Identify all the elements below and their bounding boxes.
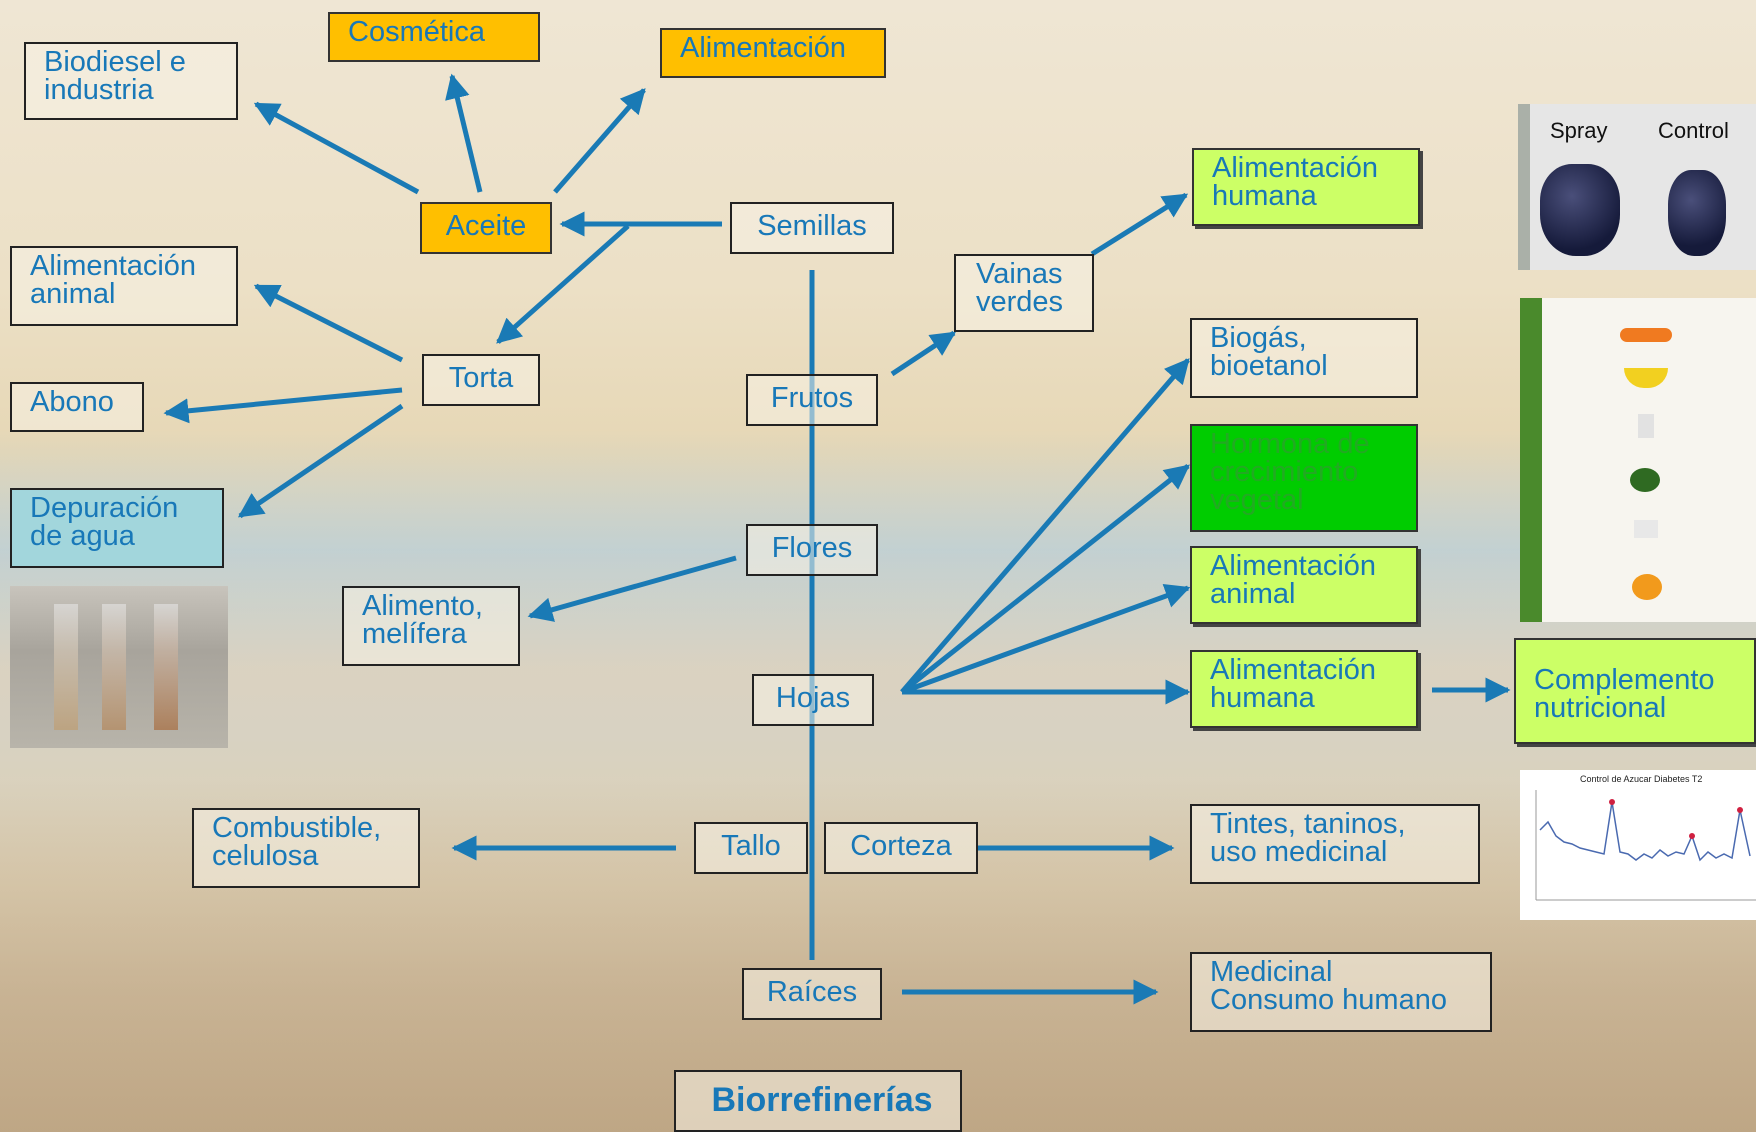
ruler-strip [1518,104,1530,270]
spray-label: Spray [1550,118,1608,143]
node-vainas: Vainas verdes [954,254,1094,332]
node-alimentacion-top: Alimentación [660,28,886,78]
node-hormona: Hormona de crecimiento vegetal [1190,424,1418,532]
carrot-icon [1620,328,1672,342]
yogurt-icon [1634,520,1658,538]
node-medicinal: Medicinal Consumo humano [1190,952,1492,1032]
nutrition-comparison-poster [1520,298,1756,622]
node-cosmetica: Cosmética [328,12,540,62]
node-corteza: Corteza [824,822,978,874]
node-alimentacion-humana-top: Alimentación humana [1192,148,1420,226]
arrow-torta-abono [163,387,403,424]
arrow-semillas-torta [496,224,630,344]
arrow-aceite-cosmetica [445,73,483,193]
arrow-torta-depuracion [237,403,404,519]
background-sky-band [0,430,1756,670]
diabetes-chart-thumbnail: Control de Azucar Diabetes T2 [1520,770,1756,920]
node-alimentacion-animal-right: Alimentación animal [1190,546,1418,624]
node-biogas: Biogás, bioetanol [1190,318,1418,398]
arrow-aceite-biodiesel [253,101,420,195]
poster-green-sidebar [1520,298,1542,622]
node-alimento-melifera: Alimento, melífera [342,586,520,666]
pepper-control-icon [1668,170,1726,256]
node-aceite: Aceite [420,202,552,254]
pepper-comparison-photo: Spray Control [1518,104,1756,270]
spinach-icon [1630,468,1660,492]
arrow-hojas-hormona [900,464,1190,694]
node-depuracion: Depuración de agua [10,488,224,568]
control-label: Control [1658,118,1729,143]
arrow-frutos-vainas [890,330,957,377]
arrow-aceite-alimentacion [553,88,646,194]
chart-thumbnail-caption: Control de Azucar Diabetes T2 [1580,774,1703,784]
node-combustible: Combustible, celulosa [192,808,420,888]
orange-icon [1632,574,1662,600]
node-complemento: Complemento nutricional [1514,638,1756,744]
node-flores: Flores [746,524,878,576]
diagram-title: Biorrefinerías [674,1070,962,1132]
banana-icon [1624,368,1668,388]
thumbnail-line-chart [1535,790,1756,901]
node-semillas: Semillas [730,202,894,254]
arrow-vainas-humana [1090,192,1189,257]
water-cylinders-photo [10,586,228,748]
node-tallo: Tallo [694,822,808,874]
node-hojas: Hojas [752,674,874,726]
node-abono: Abono [10,382,144,432]
arrow-flores-alimento [527,555,737,622]
node-alimentacion-humana-mid: Alimentación humana [1190,650,1418,728]
node-alimentacion-animal-left: Alimentación animal [10,246,238,326]
node-raices: Raíces [742,968,882,1020]
node-torta: Torta [422,354,540,406]
node-frutos: Frutos [746,374,878,426]
arrow-torta-animal [253,283,404,363]
cylinder-1 [54,604,78,730]
milk-icon [1638,414,1654,438]
cylinder-3 [154,604,178,730]
arrow-hojas-animal [901,583,1191,695]
pepper-spray-icon [1540,164,1620,256]
arrow-hojas-biogas [900,358,1190,694]
node-biodiesel: Biodiesel e industria [24,42,238,120]
node-tintes: Tintes, taninos, uso medicinal [1190,804,1480,884]
cylinder-2 [102,604,126,730]
